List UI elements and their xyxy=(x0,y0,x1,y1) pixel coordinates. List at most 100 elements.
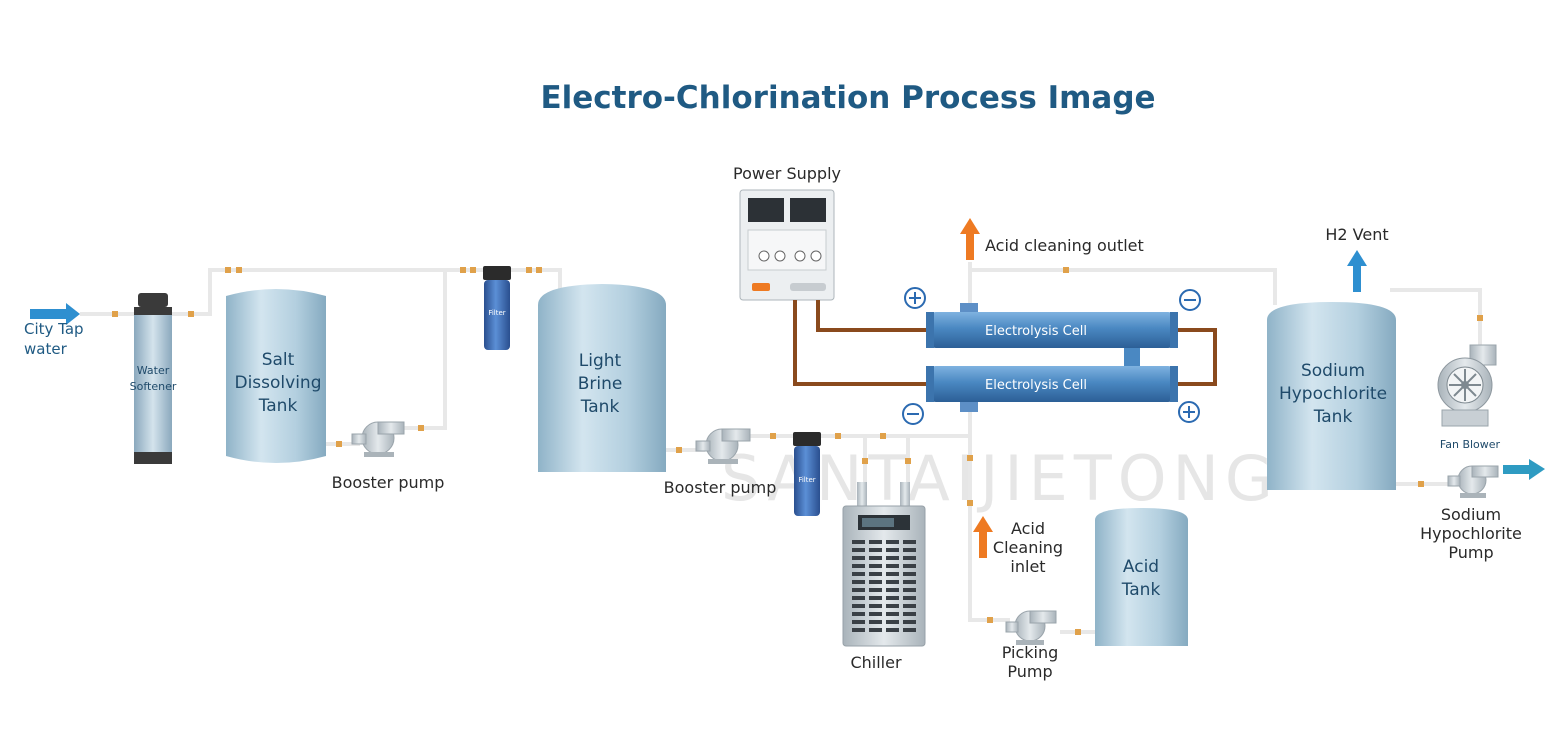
fan-blower-label: Fan Blower xyxy=(1440,438,1501,451)
chiller-vent-slot xyxy=(886,580,899,584)
electrolysis-cell-top-label: Electrolysis Cell xyxy=(985,324,1087,339)
pipe-network xyxy=(80,262,1482,634)
chiller-vent-slot xyxy=(869,564,882,568)
water-softener xyxy=(134,293,172,464)
picking-pump-label-2: Pump xyxy=(1007,662,1052,681)
chiller-vent-slot xyxy=(886,572,899,576)
chiller-vent-slot xyxy=(903,580,916,584)
chiller-vent-slot xyxy=(886,588,899,592)
chiller-vent-slot xyxy=(903,620,916,624)
chiller-vent-slot xyxy=(852,588,865,592)
chiller-vent-slot xyxy=(869,572,882,576)
acid-cleaning-inlet-label-3: inlet xyxy=(1010,557,1045,576)
chiller-vent-slot xyxy=(869,556,882,560)
chiller-vent-slot xyxy=(886,620,899,624)
chiller-vent-slot xyxy=(869,612,882,616)
salt-dissolving-tank xyxy=(226,289,326,463)
chiller-vent-slot xyxy=(903,588,916,592)
filter-2-label: Filter xyxy=(798,476,815,484)
sodium-hypochlorite-pump xyxy=(1447,465,1499,498)
city-tap-arrow xyxy=(30,303,80,325)
chiller-vent-slot xyxy=(903,572,916,576)
electrolysis-cell-bottom-label: Electrolysis Cell xyxy=(985,378,1087,393)
power-supply xyxy=(739,189,835,301)
chiller-vent-slot xyxy=(852,540,865,544)
chiller-vent-slot xyxy=(852,548,865,552)
filter-1-label: Filter xyxy=(488,309,505,317)
chiller-vent-slot xyxy=(903,564,916,568)
chiller-vent-slot xyxy=(869,604,882,608)
valve-markers xyxy=(112,267,1483,635)
minus-icon xyxy=(902,403,924,425)
electrolysis-cell-top xyxy=(926,303,1178,348)
light-brine-label-3: Tank xyxy=(580,397,620,417)
light-brine-tank xyxy=(538,284,666,472)
acid-cleaning-inlet-label-2: Cleaning xyxy=(993,538,1063,557)
chiller-vent-slot xyxy=(869,580,882,584)
chiller-vent-slot xyxy=(869,620,882,624)
filter-2 xyxy=(793,432,821,516)
chiller-vent-slot xyxy=(869,596,882,600)
chiller-vent-slot xyxy=(852,556,865,560)
sodium-pump-label-2: Hypochlorite xyxy=(1420,524,1522,543)
chiller-vent-slot xyxy=(869,628,882,632)
booster-pump-2 xyxy=(695,428,751,464)
chiller-vent-slot xyxy=(852,628,865,632)
chiller-vent-slot xyxy=(869,588,882,592)
acid-tank-label-2: Tank xyxy=(1121,580,1161,600)
acid-cleaning-inlet-label-1: Acid xyxy=(1011,519,1045,538)
chiller-vent-slot xyxy=(886,596,899,600)
chiller-vent-slot xyxy=(903,604,916,608)
chiller-vent-slot xyxy=(852,596,865,600)
light-brine-label-1: Light xyxy=(579,351,622,371)
salt-tank-label-3: Tank xyxy=(258,396,298,416)
chiller-vent-slot xyxy=(903,556,916,560)
chiller-vent-slot xyxy=(903,628,916,632)
h2-vent-label: H2 Vent xyxy=(1325,225,1388,244)
light-brine-label-2: Brine xyxy=(578,374,623,394)
chiller-vent-slot xyxy=(903,540,916,544)
chiller-vent-slot xyxy=(869,540,882,544)
electrolysis-cell-bottom xyxy=(926,366,1178,412)
plus-icon xyxy=(904,287,926,309)
chiller-vent-slot xyxy=(852,620,865,624)
cell-connector xyxy=(1124,348,1140,368)
city-tap-label: City Tap xyxy=(24,320,84,338)
chiller-vent-slot xyxy=(886,604,899,608)
chiller-vent-slot xyxy=(903,548,916,552)
chiller-vent-slot xyxy=(869,548,882,552)
salt-tank-label-1: Salt xyxy=(262,350,295,370)
page-title: Electro-Chlorination Process Image xyxy=(540,80,1155,116)
fan-blower xyxy=(1437,344,1497,427)
chiller-vent-slot xyxy=(886,548,899,552)
filter-1 xyxy=(483,266,511,350)
acid-cleaning-outlet-label: Acid cleaning outlet xyxy=(985,236,1144,255)
sodium-pump-label-1: Sodium xyxy=(1441,505,1501,524)
acid-inlet-arrow-icon xyxy=(973,516,993,558)
booster-pump-2-label: Booster pump xyxy=(664,478,777,497)
booster-pump-1-label: Booster pump xyxy=(332,473,445,492)
chiller-vent-slot xyxy=(886,612,899,616)
sodium-pump-label-3: Pump xyxy=(1448,543,1493,562)
power-wires xyxy=(793,300,1217,386)
acid-outlet-arrow-icon xyxy=(960,218,980,260)
sodium-tank-label-2: Hypochlorite xyxy=(1279,384,1387,404)
salt-tank-label-2: Dissolving xyxy=(234,373,321,393)
power-supply-label: Power Supply xyxy=(733,164,841,183)
booster-pump-1 xyxy=(351,421,405,457)
chiller-vent-slot xyxy=(886,556,899,560)
water-softener-label: Water xyxy=(137,364,170,377)
acid-tank xyxy=(1095,508,1188,646)
chiller-vent-slot xyxy=(852,604,865,608)
outlet-arrow-icon xyxy=(1503,459,1545,480)
picking-pump-label-1: Picking xyxy=(1002,643,1059,662)
h2-vent-arrow-icon xyxy=(1347,250,1367,292)
sodium-tank-label-3: Tank xyxy=(1313,407,1353,427)
water-softener-label-2: Softener xyxy=(130,380,177,393)
picking-pump xyxy=(1005,610,1057,645)
chiller-vent-slot xyxy=(886,564,899,568)
chiller-vent-slot xyxy=(852,564,865,568)
chiller-vent-slot xyxy=(852,572,865,576)
